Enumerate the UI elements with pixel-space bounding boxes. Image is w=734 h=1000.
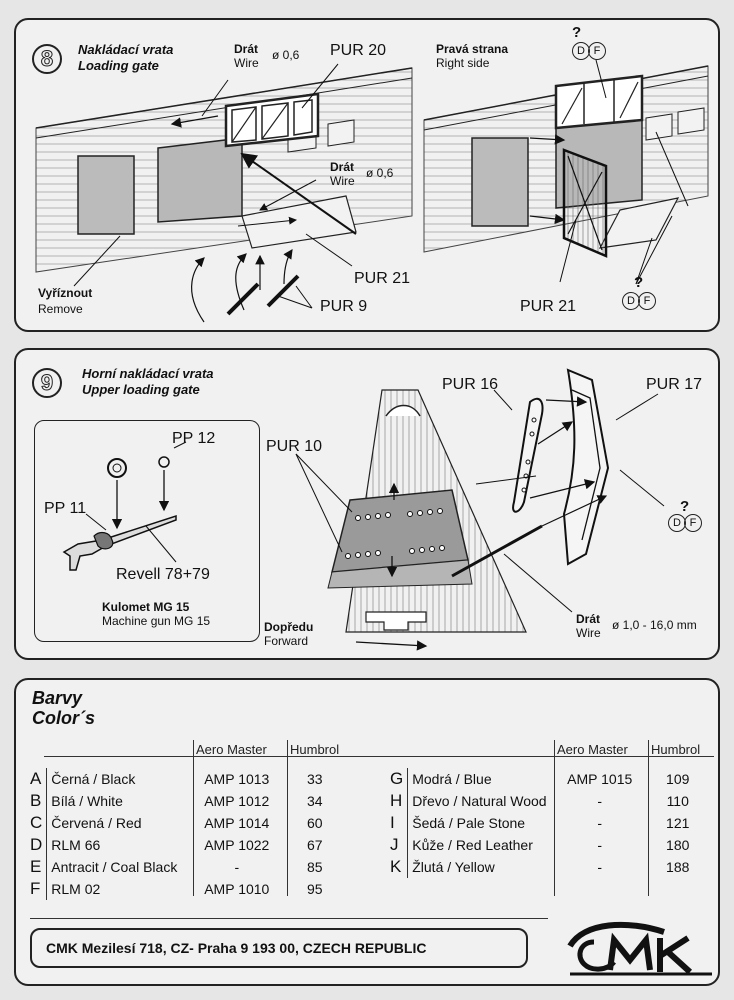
question-mark-top: ? xyxy=(572,24,582,41)
remove-label-en: Remove xyxy=(38,302,83,316)
color-code-f: F xyxy=(638,292,656,310)
column-divider xyxy=(287,740,288,896)
part-pur20: PUR 20 xyxy=(330,42,387,59)
step-9-panel: 9 Horní nakládací vrata Upper loading ga… xyxy=(14,348,720,660)
wire-label-cz: Drát xyxy=(234,42,259,56)
colors-panel: Barvy Color´s Aero Master Humbrol Aero M… xyxy=(14,678,720,986)
wire-label-cz: Drát xyxy=(576,612,601,626)
part-pur21-left: PUR 21 xyxy=(354,270,411,287)
part-pur16: PUR 16 xyxy=(442,376,499,393)
column-divider xyxy=(193,740,194,896)
wire-label-en: Wire xyxy=(576,626,601,640)
part-pur10: PUR 10 xyxy=(266,438,323,455)
step-title-en: Loading gate xyxy=(78,58,159,73)
step-title-cz: Nakládací vrata xyxy=(78,42,174,57)
right-side-label-cz: Pravá strana xyxy=(436,42,509,56)
question-mark: ? xyxy=(680,498,690,515)
mg-label-cz: Kulomet MG 15 xyxy=(102,600,190,614)
company-address: CMK Mezilesí 718, CZ- Praha 9 193 00, CZ… xyxy=(30,928,528,968)
remove-label-cz: Vyříznout xyxy=(38,286,93,300)
fuselage-top-drawing xyxy=(295,368,665,651)
loading-gate-diagram xyxy=(35,59,709,323)
wire-mid-size: ø 0,6 xyxy=(366,166,394,180)
right-side-label-en: Right side xyxy=(436,56,490,70)
header-aero-master: Aero Master xyxy=(557,742,628,757)
upper-gate-diagram xyxy=(62,368,665,651)
forward-label-cz: Dopředu xyxy=(264,620,314,634)
part-pp11: PP 11 xyxy=(44,500,87,517)
machine-gun-drawing xyxy=(62,441,187,571)
part-pur21-right: PUR 21 xyxy=(520,298,577,315)
footer-rule xyxy=(30,918,548,919)
right-fuselage-side xyxy=(423,59,709,285)
wire-size: ø 1,0 - 16,0 mm xyxy=(612,618,697,632)
step-8-panel: 8 Nakládací vrata Loading gate xyxy=(14,18,720,332)
question-mark-bottom: ? xyxy=(634,274,644,291)
wire-mid-label-en: Wire xyxy=(330,174,355,188)
part-pur9: PUR 9 xyxy=(320,298,368,315)
colors-title-en: Color´s xyxy=(32,708,95,728)
table-header-rule xyxy=(44,756,714,757)
part-pp12: PP 12 xyxy=(172,430,216,447)
part-pur17: PUR 17 xyxy=(646,376,703,393)
machine-gun-inset xyxy=(34,420,260,642)
color-code-f: F xyxy=(684,514,702,532)
step-number: 9 xyxy=(32,368,62,398)
header-humbrol: Humbrol xyxy=(290,742,340,757)
wire-label-en: Wire xyxy=(234,56,259,70)
left-fuselage-side xyxy=(35,63,413,323)
wire-mid-label-cz: Drát xyxy=(330,160,355,174)
step-title-en: Upper loading gate xyxy=(82,382,200,397)
header-humbrol: Humbrol xyxy=(651,742,701,757)
step-number: 8 xyxy=(32,44,62,74)
header-aero-master: Aero Master xyxy=(196,742,267,757)
forward-label-en: Forward xyxy=(264,634,309,648)
color-code-f: F xyxy=(588,42,606,60)
column-divider xyxy=(648,740,649,896)
cmk-logo xyxy=(567,921,712,976)
wire-size: ø 0,6 xyxy=(272,48,300,62)
step-title-cz: Horní nakládací vrata xyxy=(82,366,214,381)
colors-title-cz: Barvy xyxy=(32,688,83,708)
part-revell: Revell 78+79 xyxy=(116,566,210,583)
column-divider xyxy=(554,740,555,896)
mg-label-en: Machine gun MG 15 xyxy=(102,614,211,628)
